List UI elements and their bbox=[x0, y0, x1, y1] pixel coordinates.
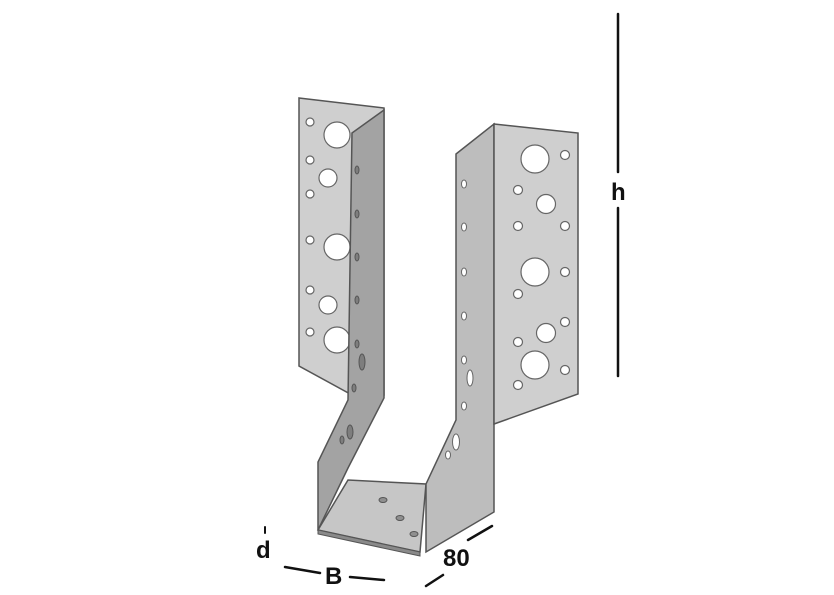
depth-dimension-line-lower bbox=[424, 573, 445, 588]
hole bbox=[409, 531, 419, 537]
hole bbox=[559, 266, 571, 278]
hole bbox=[318, 168, 338, 188]
height-label: h bbox=[611, 179, 626, 206]
hole bbox=[520, 257, 550, 287]
hole bbox=[520, 144, 550, 174]
hole bbox=[461, 311, 467, 321]
hole bbox=[461, 267, 467, 277]
hole bbox=[559, 364, 571, 376]
hole bbox=[445, 450, 451, 460]
hole bbox=[318, 295, 338, 315]
depth-label: 80 bbox=[443, 545, 470, 572]
hole bbox=[512, 184, 524, 196]
hole bbox=[559, 316, 571, 328]
right-side-wall-face bbox=[425, 122, 495, 554]
hole bbox=[559, 149, 571, 161]
bottom-seat-edge bbox=[317, 529, 421, 557]
hole bbox=[358, 353, 366, 371]
hole bbox=[395, 515, 405, 521]
hole bbox=[346, 424, 354, 440]
hole bbox=[339, 435, 345, 445]
bottom-seat-holes bbox=[378, 497, 419, 537]
width-dimension-line-right bbox=[348, 575, 386, 582]
hole bbox=[452, 433, 460, 451]
hole bbox=[512, 336, 524, 348]
dimension-lines bbox=[264, 12, 620, 588]
depth-dimension-line-upper bbox=[466, 524, 494, 542]
hole bbox=[461, 355, 467, 365]
hole bbox=[535, 322, 557, 344]
hole bbox=[461, 222, 467, 232]
hole bbox=[535, 193, 557, 215]
hole bbox=[305, 285, 315, 295]
thickness-label: d bbox=[256, 537, 271, 564]
hole bbox=[323, 233, 351, 261]
hole bbox=[351, 383, 357, 393]
bottom-seat bbox=[316, 479, 427, 557]
hole bbox=[512, 220, 524, 232]
width-dimension-line-left bbox=[283, 565, 322, 575]
left-side-wall-holes bbox=[339, 165, 366, 445]
hole bbox=[305, 327, 315, 337]
hole bbox=[323, 121, 351, 149]
right-flange-holes bbox=[512, 144, 571, 391]
hole bbox=[466, 369, 474, 387]
hole bbox=[378, 497, 388, 503]
width-label: B bbox=[325, 563, 342, 590]
hole bbox=[305, 189, 315, 199]
right-flange bbox=[493, 123, 579, 426]
hole bbox=[305, 155, 315, 165]
hole bbox=[461, 179, 467, 189]
right-side-wall-holes bbox=[445, 179, 474, 460]
hole bbox=[354, 295, 360, 305]
hole bbox=[305, 117, 315, 127]
hole bbox=[559, 220, 571, 232]
hole bbox=[520, 350, 550, 380]
hole bbox=[461, 401, 467, 411]
hole bbox=[354, 209, 360, 219]
right-side-wall bbox=[425, 122, 495, 554]
hole bbox=[305, 235, 315, 245]
hole bbox=[512, 288, 524, 300]
left-side-wall-face bbox=[317, 108, 385, 531]
left-side-wall bbox=[317, 108, 385, 531]
hole bbox=[354, 339, 360, 349]
hole bbox=[354, 252, 360, 262]
hole bbox=[323, 326, 351, 354]
hole bbox=[354, 165, 360, 175]
hole bbox=[512, 379, 524, 391]
